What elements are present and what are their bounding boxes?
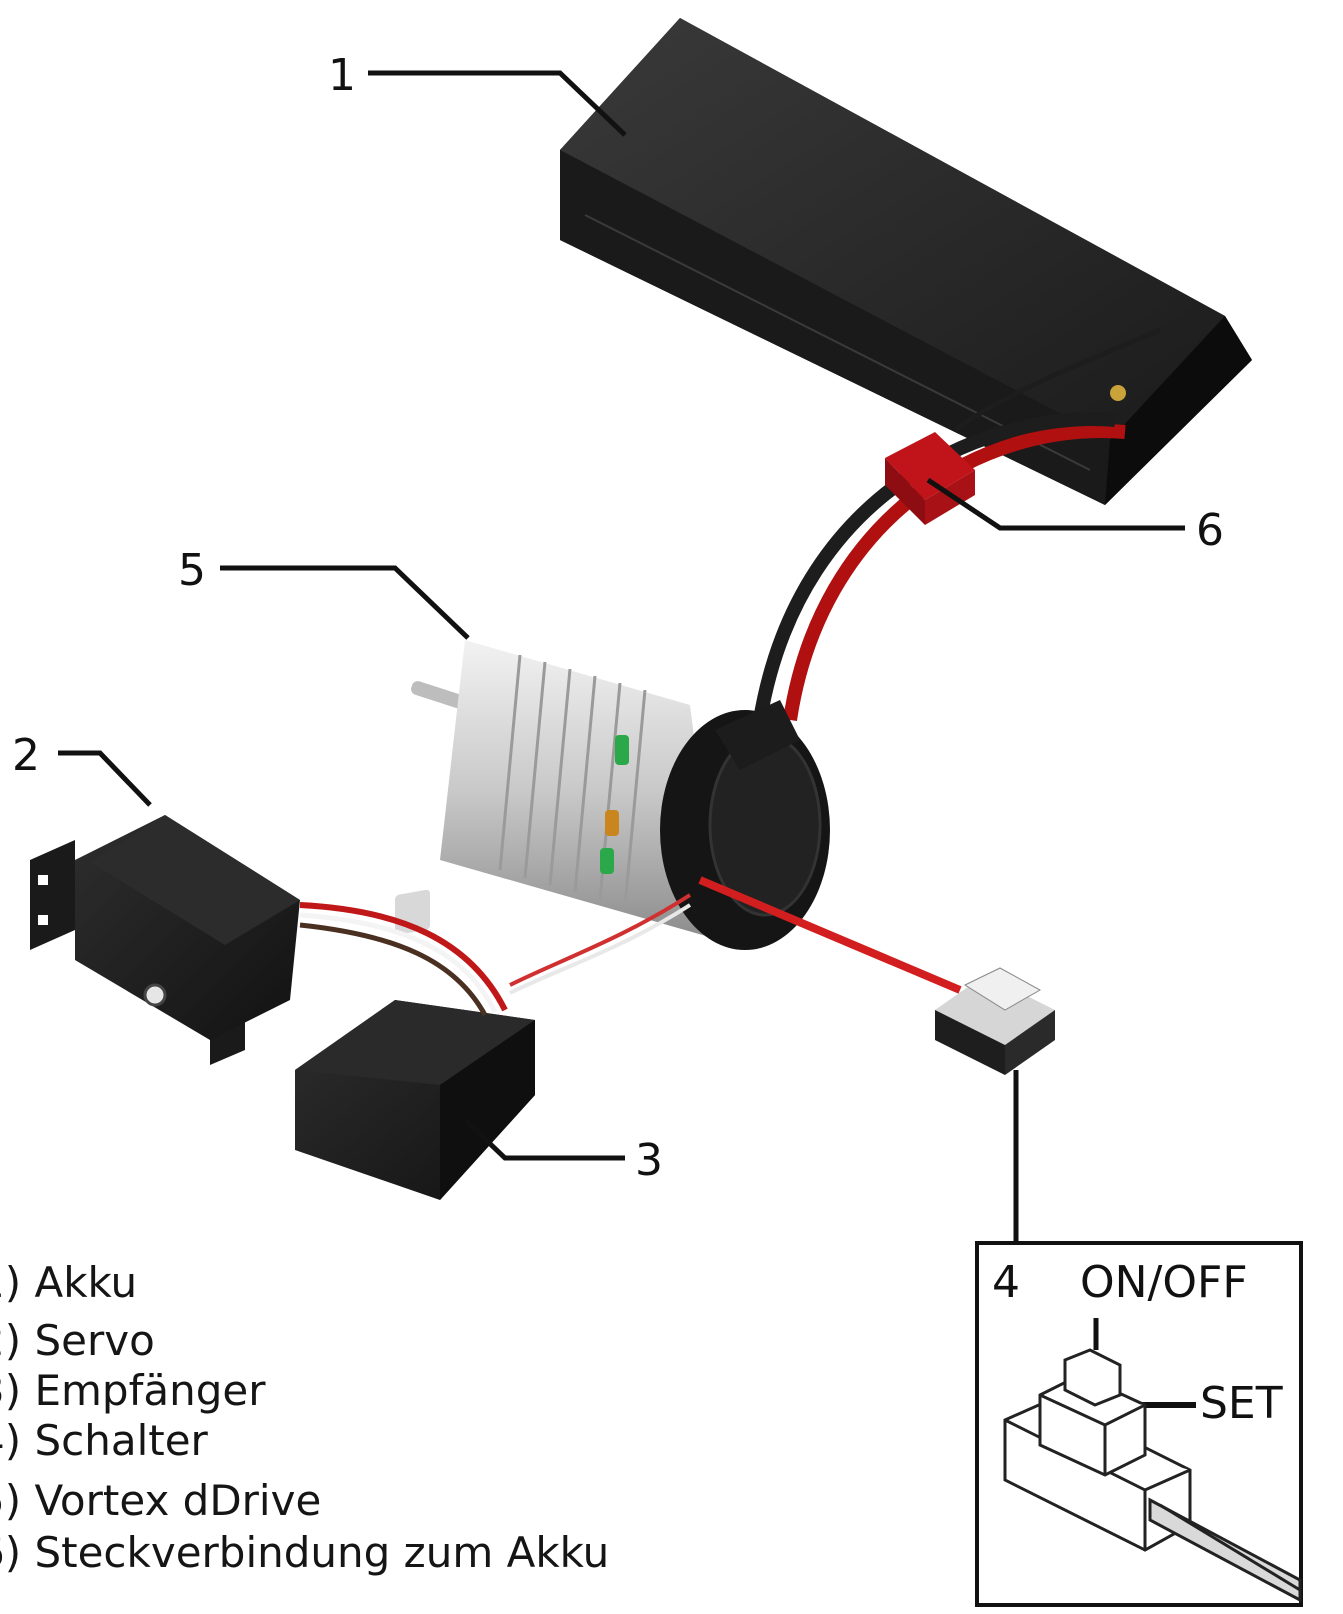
switch-unit	[935, 967, 1055, 1075]
motor-esc-unit	[411, 640, 830, 950]
legend-item-akku: 1) Akku	[0, 1258, 138, 1307]
switch-detail-drawing	[1003, 1348, 1302, 1603]
servo	[30, 815, 300, 1065]
legend-item-servo: 2) Servo	[0, 1316, 155, 1365]
legend-item-vortex-ddrive: 5) Vortex dDrive	[0, 1476, 322, 1525]
signal-wires	[299, 876, 962, 1017]
callout-6: 6	[1196, 505, 1224, 556]
switch-detail-box: 4 ON/OFF SET	[975, 1241, 1303, 1607]
callout-1: 1	[328, 50, 356, 101]
legend-item-schalter: 4) Schalter	[0, 1416, 208, 1465]
callout-2: 2	[12, 730, 40, 781]
battery-pack	[560, 18, 1252, 505]
on-off-label: ON/OFF	[1080, 1257, 1248, 1308]
legend-item-empfaenger: 3) Empfänger	[0, 1366, 266, 1415]
legend-item-steckverbindung: 6) Steckverbindung zum Akku	[0, 1528, 610, 1577]
set-label: SET	[1200, 1378, 1283, 1429]
callout-5: 5	[178, 545, 206, 596]
callout-3: 3	[635, 1135, 663, 1186]
leader-lines	[58, 70, 1185, 1243]
switch-detail-number: 4	[992, 1257, 1020, 1308]
